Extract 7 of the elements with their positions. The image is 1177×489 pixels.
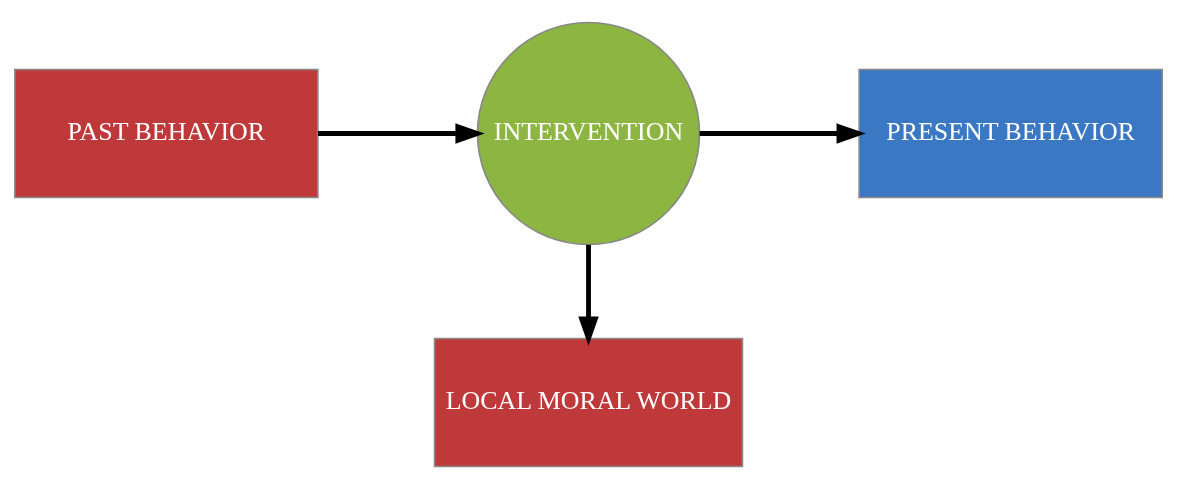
arrow [318, 123, 485, 144]
node-box: LOCAL MORAL WORLD [433, 337, 744, 468]
node-circle: INTERVENTION [476, 21, 701, 246]
arrow [578, 244, 599, 346]
node-box: PAST BEHAVIOR [14, 68, 319, 199]
node-box: PRESENT BEHAVIOR [858, 68, 1163, 199]
arrow [699, 123, 866, 144]
